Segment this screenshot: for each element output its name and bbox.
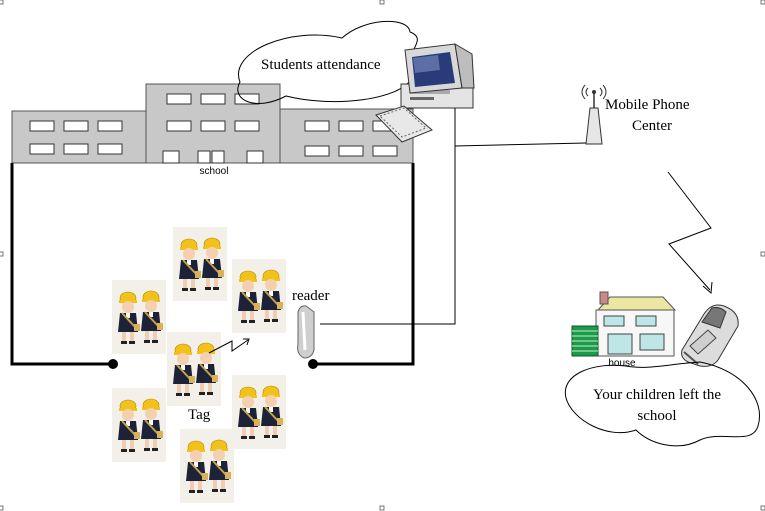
school-fence	[10, 163, 415, 366]
student-pair-icon	[112, 280, 166, 354]
tag-label: Tag	[188, 407, 211, 423]
student-tags	[112, 227, 286, 503]
reader-icon	[297, 305, 315, 359]
reader-label: reader	[292, 288, 329, 304]
house-label: house	[608, 358, 636, 369]
wireless-signal	[667, 171, 713, 295]
antenna-icon	[581, 84, 607, 145]
attendance-cloud	[237, 20, 418, 104]
message-label-line1: Your children left the	[593, 387, 721, 403]
house-icon	[571, 291, 677, 357]
computer-icon	[375, 43, 475, 143]
attendance-label: Students attendance	[261, 57, 381, 73]
student-pair-icon	[232, 375, 286, 449]
student-pair-icon	[112, 388, 166, 462]
message-cloud	[564, 361, 760, 447]
mobile-center-label-line1: Mobile Phone	[605, 97, 690, 113]
student-pair-icon	[232, 259, 286, 333]
student-pair-icon	[167, 332, 221, 406]
student-pair-icon	[180, 429, 234, 503]
tag-signal	[208, 339, 249, 354]
mobile-center-label-line2: Center	[632, 118, 672, 134]
gate-post-right	[308, 359, 318, 369]
message-label-line2: school	[637, 408, 676, 424]
student-pair-icon	[173, 227, 227, 301]
school-label: school	[200, 166, 229, 177]
network-links	[320, 108, 587, 325]
mobile-phone-icon	[681, 304, 739, 367]
school-building-icon	[11, 83, 414, 164]
gate-post-left	[108, 359, 118, 369]
